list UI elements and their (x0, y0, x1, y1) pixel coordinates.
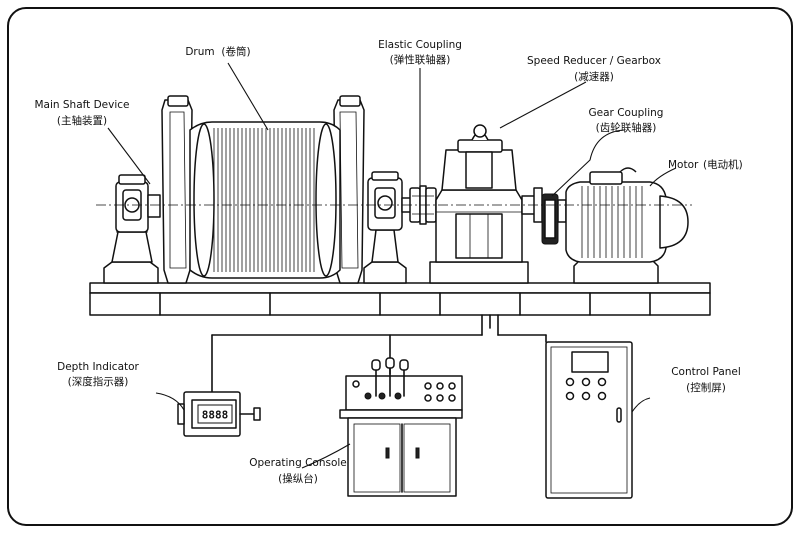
drum (161, 95, 365, 284)
gearbox (429, 124, 537, 284)
label-motor-en: Motor (668, 159, 699, 171)
leader-lines (107, 62, 677, 469)
label-depth-indicator: Depth Indicator (深度指示器) (57, 361, 139, 388)
label-speed-reducer-zh: (减速器) (574, 71, 614, 83)
label-control-panel-zh: (控制屏) (686, 381, 726, 394)
label-drum: Drum (卷筒) (185, 45, 250, 58)
label-gear-coupling: Gear Coupling (齿轮联轴器) (589, 107, 664, 134)
label-speed-reducer: Speed Reducer / Gearbox (减速器) (527, 55, 661, 83)
base-frame (89, 282, 711, 316)
label-elastic-coupling: Elastic Coupling (弹性联轴器) (378, 39, 462, 66)
label-depth-indicator-zh: (深度指示器) (68, 375, 129, 388)
label-elastic-coupling-zh: (弹性联轴器) (390, 53, 451, 66)
label-main-shaft: Main Shaft Device (主轴装置) (34, 99, 129, 127)
label-drum-zh: (卷筒) (221, 45, 250, 58)
motor (565, 167, 689, 284)
label-motor: Motor (电动机) (668, 158, 743, 171)
label-motor-zh: (电动机) (703, 158, 743, 171)
right-bearing (363, 171, 407, 284)
label-drum-en: Drum (185, 46, 214, 58)
label-operating-console: Operating Console (操纵台) (249, 457, 347, 485)
label-control-panel-en: Control Panel (671, 366, 741, 378)
control-panel (545, 341, 633, 499)
label-main-shaft-en: Main Shaft Device (34, 99, 129, 111)
operating-console (339, 357, 463, 497)
label-operating-console-zh: (操纵台) (278, 472, 318, 485)
label-gear-coupling-zh: (齿轮联轴器) (596, 121, 657, 134)
label-depth-indicator-en: Depth Indicator (57, 361, 139, 373)
depth-readout: 8888 (202, 409, 229, 422)
label-main-shaft-zh: (主轴装置) (57, 114, 107, 127)
label-operating-console-en: Operating Console (249, 457, 347, 469)
label-control-panel: Control Panel (控制屏) (671, 366, 741, 394)
depth-indicator: 8888 (177, 391, 261, 437)
main-shaft-bearing (103, 174, 161, 284)
label-gear-coupling-en: Gear Coupling (589, 107, 664, 119)
label-speed-reducer-en: Speed Reducer / Gearbox (527, 55, 661, 67)
label-elastic-coupling-en: Elastic Coupling (378, 39, 462, 51)
control-wiring (211, 314, 547, 393)
